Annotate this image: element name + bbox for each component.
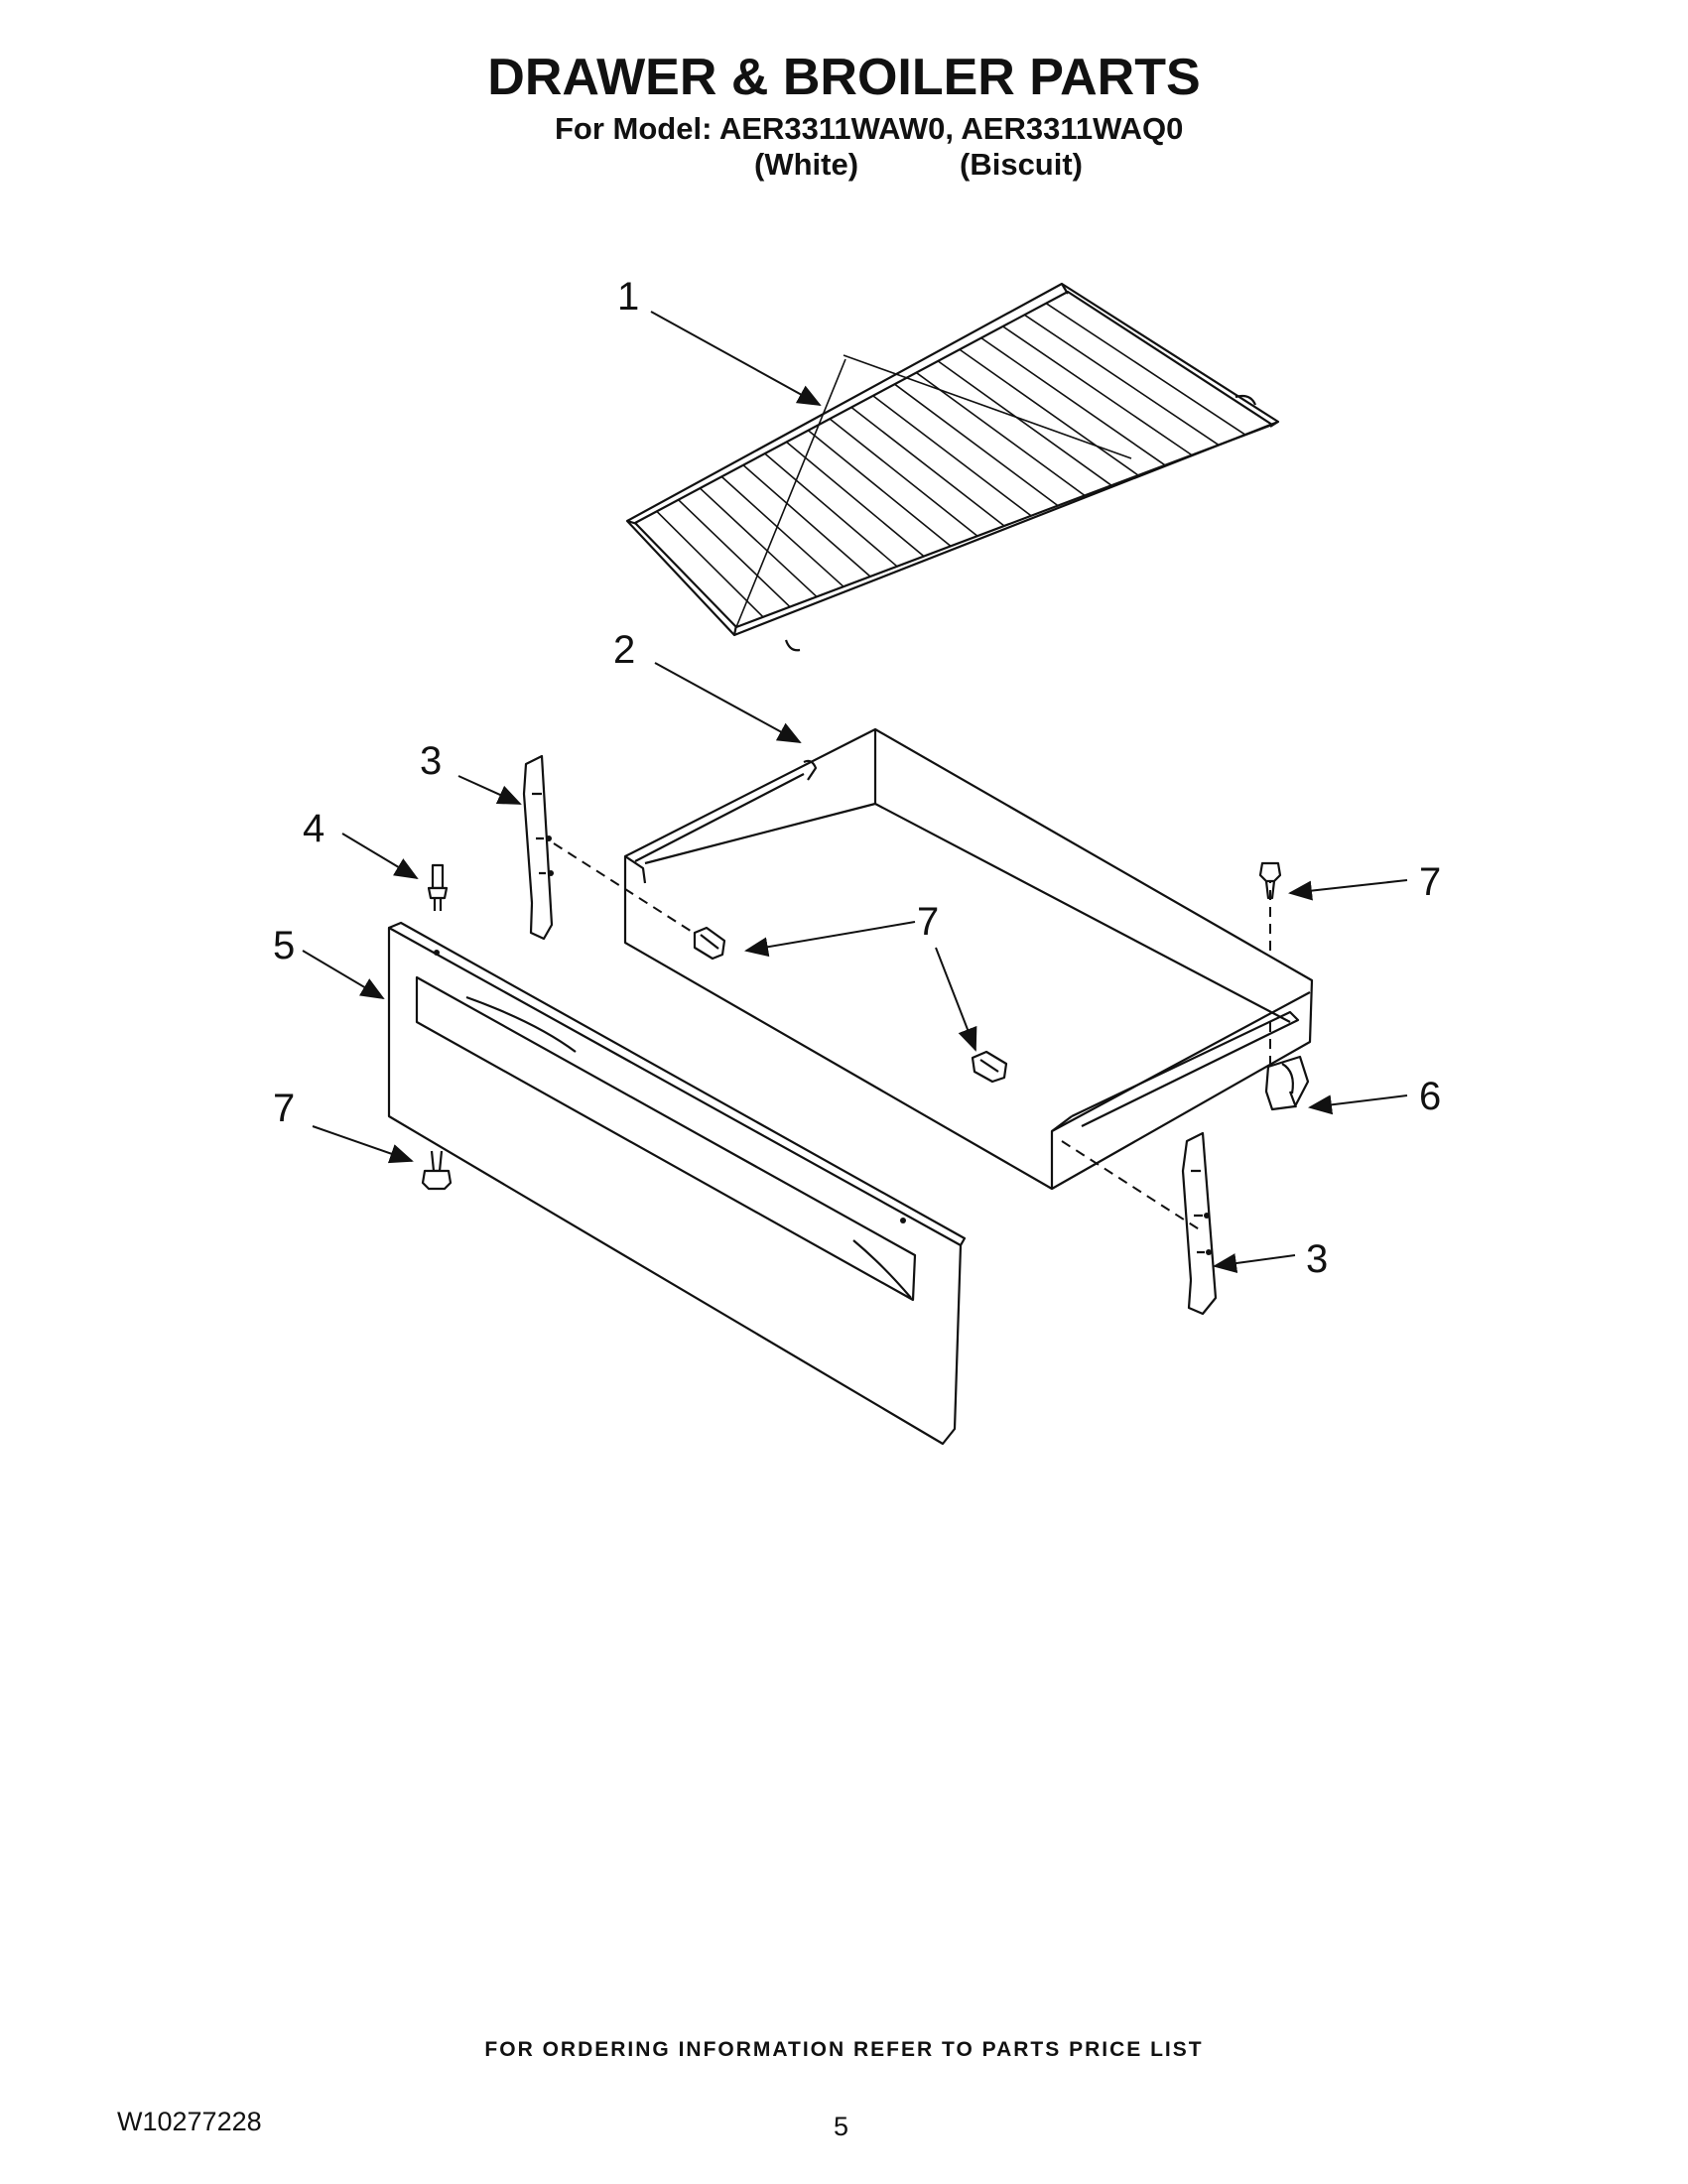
- screw-part-d: [421, 1150, 453, 1191]
- rack-wire: [764, 452, 898, 568]
- variant-biscuit: (Biscuit): [960, 147, 1083, 182]
- rack-wire: [656, 510, 764, 618]
- rack-wire: [1002, 325, 1193, 456]
- rack-wire: [807, 430, 952, 548]
- screw-part-c: [971, 1050, 1008, 1084]
- callout-4: 4: [303, 807, 325, 850]
- rack-wire: [959, 348, 1139, 476]
- clip-part: [1264, 1055, 1310, 1111]
- rack-wire: [1023, 314, 1220, 447]
- document-number: W10277228: [117, 2107, 262, 2136]
- rack-wire: [786, 441, 925, 558]
- callout-3-right: 3: [1306, 1237, 1328, 1281]
- page-number: 5: [834, 2112, 849, 2141]
- rack-wire: [915, 371, 1086, 497]
- page-title: DRAWER & BROILER PARTS: [487, 49, 1201, 106]
- screw-part-b: [1258, 861, 1282, 900]
- drawer-tray-part: [623, 727, 1314, 1191]
- rack-wire: [678, 499, 791, 608]
- drawer-slide-left-part: [522, 754, 554, 941]
- rack-wire: [720, 475, 844, 587]
- rack-wire: [699, 487, 818, 597]
- callout-5: 5: [273, 924, 295, 967]
- variant-white: (White): [754, 147, 859, 182]
- callout-7-left: 7: [273, 1087, 295, 1130]
- rack-wire: [1045, 302, 1246, 436]
- callout-7-right: 7: [1419, 860, 1441, 904]
- rack-wire: [742, 464, 871, 578]
- callout-1: 1: [617, 275, 639, 319]
- callout-2: 2: [613, 628, 635, 672]
- ordering-note: FOR ORDERING INFORMATION REFER TO PARTS …: [484, 2038, 1204, 2061]
- callout-6: 6: [1419, 1075, 1441, 1118]
- rack-wire: [937, 360, 1112, 486]
- drawer-slide-right-part: [1181, 1131, 1218, 1316]
- callout-7-center: 7: [917, 900, 939, 944]
- rack-wire: [980, 336, 1166, 466]
- drawer-front-panel-part: [387, 921, 967, 1446]
- rack-wire: [850, 406, 1005, 527]
- rack-wire: [829, 418, 978, 537]
- model-line: For Model: AER3311WAW0, AER3311WAQ0: [555, 111, 1184, 146]
- callout-3-left: 3: [420, 739, 442, 783]
- screw-part-a: [693, 926, 726, 961]
- pin-part: [427, 863, 449, 911]
- rack-wire: [894, 383, 1059, 507]
- rack-wire: [872, 395, 1032, 517]
- broiler-grid-part: [625, 282, 1280, 652]
